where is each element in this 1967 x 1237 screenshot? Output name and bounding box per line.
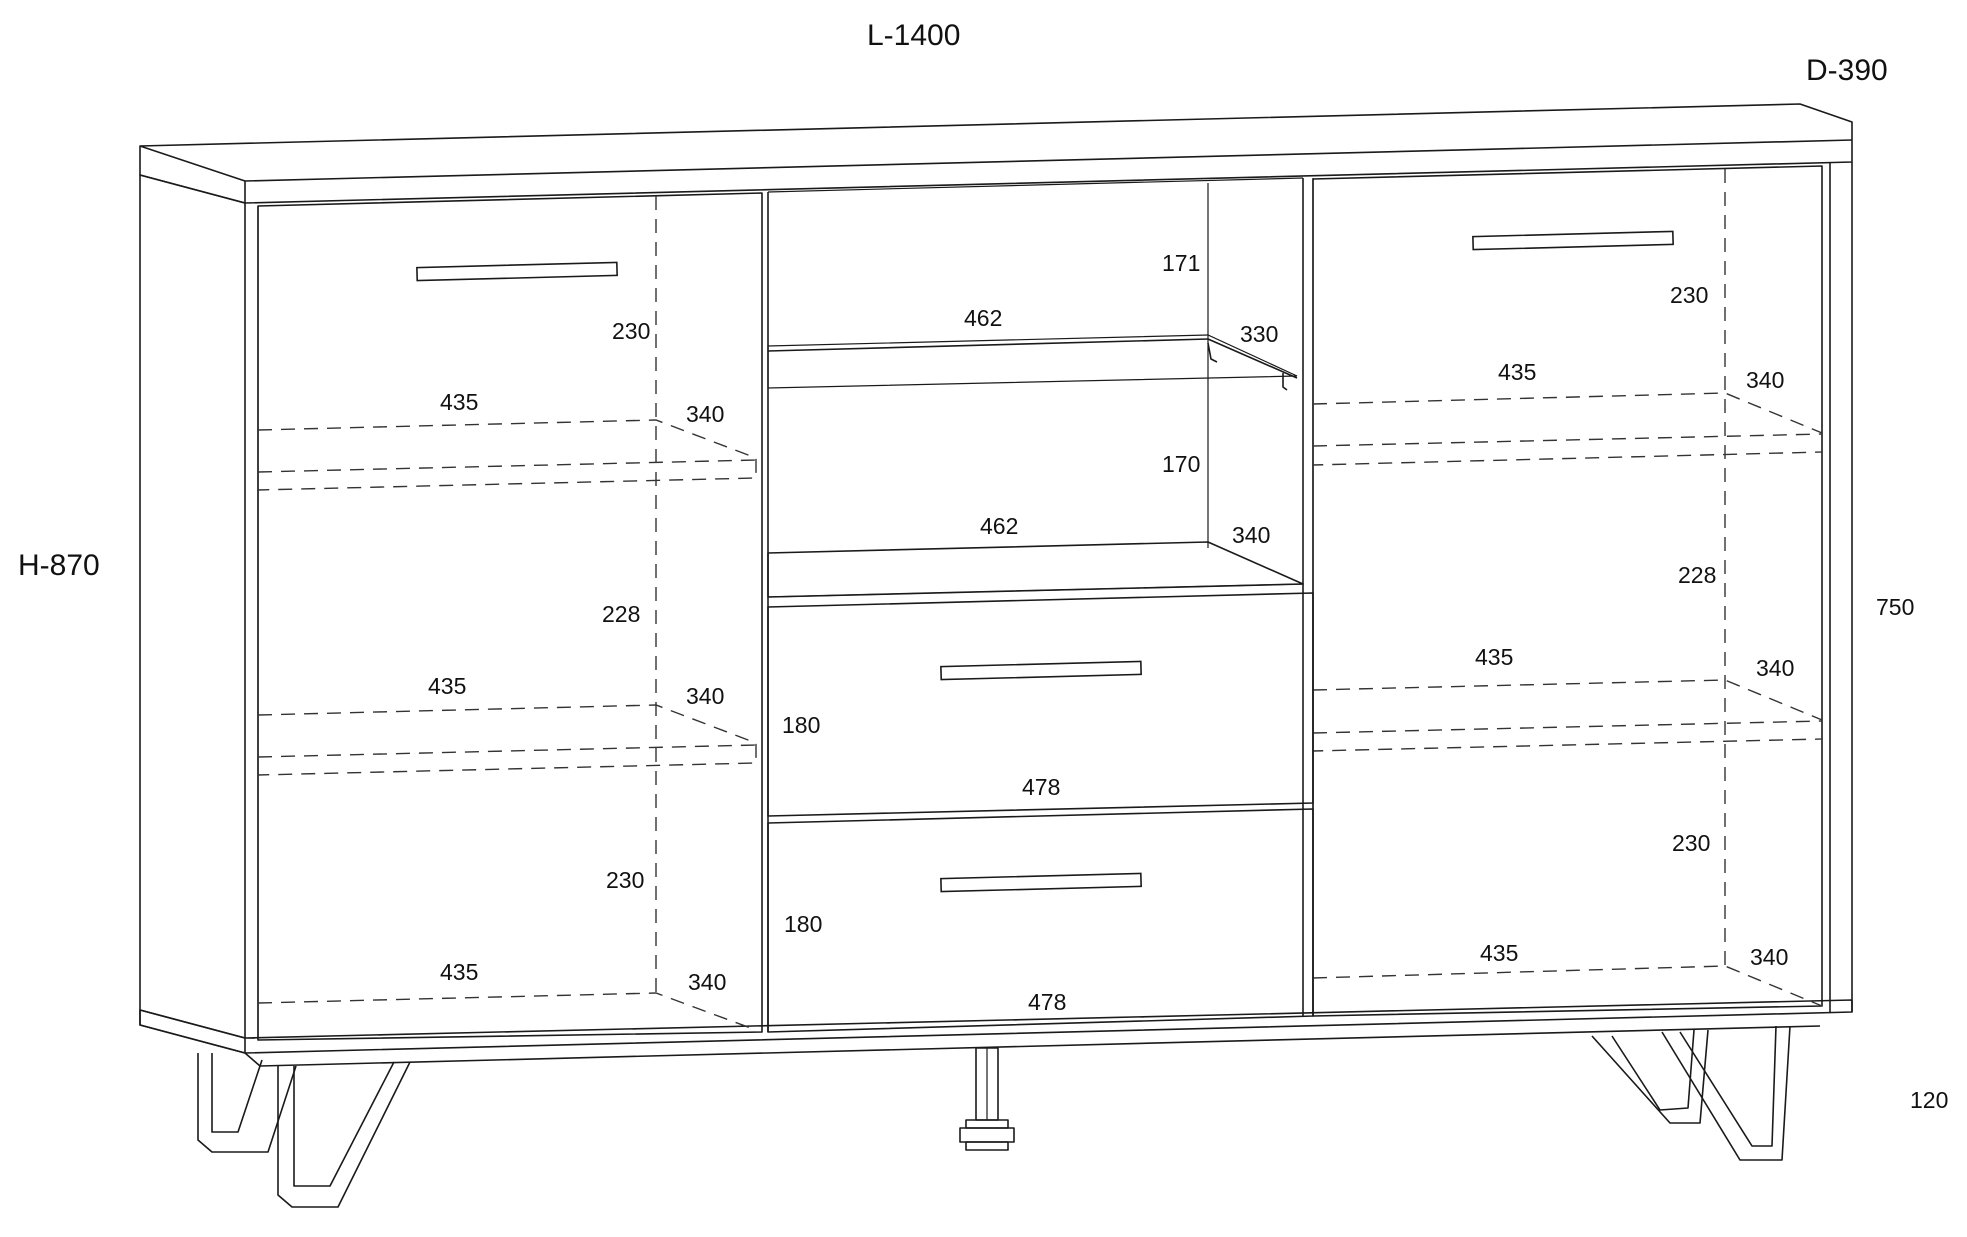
drawer-lower-handle bbox=[940, 872, 1142, 893]
right-shelf1-depth: 340 bbox=[1746, 367, 1784, 393]
center-upper-height: 171 bbox=[1162, 250, 1200, 276]
center-adjustable-foot bbox=[959, 1047, 1015, 1151]
height-label: H-870 bbox=[18, 549, 100, 582]
left-leg bbox=[197, 1053, 411, 1208]
right-shelf1-width: 435 bbox=[1498, 359, 1536, 385]
right-top-height: 230 bbox=[1670, 282, 1708, 308]
left-bottom-height: 230 bbox=[606, 867, 644, 893]
right-leg bbox=[1591, 1025, 1791, 1161]
right-bottom-depth: 340 bbox=[1750, 944, 1788, 970]
center-base-depth: 340 bbox=[1232, 522, 1270, 548]
carcass bbox=[139, 162, 1853, 1067]
right-bottom-width: 435 bbox=[1480, 940, 1518, 966]
shelf-support-icon bbox=[1207, 342, 1288, 391]
left-bottom-depth: 340 bbox=[688, 969, 726, 995]
top-panel bbox=[139, 103, 1853, 204]
drawer1-height: 180 bbox=[782, 712, 820, 738]
drawer2-height: 180 bbox=[784, 911, 822, 937]
right-door-handle bbox=[1472, 230, 1674, 251]
drawer-upper-handle bbox=[940, 660, 1142, 681]
leg-height-label: 120 bbox=[1910, 1087, 1948, 1113]
left-door bbox=[257, 192, 763, 1041]
left-shelf2-depth: 340 bbox=[686, 683, 724, 709]
left-top-height: 230 bbox=[612, 318, 650, 344]
drawer-upper bbox=[767, 592, 1314, 817]
left-shelf1-width: 435 bbox=[440, 389, 478, 415]
right-door bbox=[1312, 165, 1823, 1017]
drawer2-width: 478 bbox=[1028, 989, 1066, 1015]
left-middle-height: 228 bbox=[602, 601, 640, 627]
center-lower-height: 170 bbox=[1162, 451, 1200, 477]
right-middle-height: 228 bbox=[1678, 562, 1716, 588]
drawer-lower bbox=[767, 808, 1314, 1033]
right-shelf2-depth: 340 bbox=[1756, 655, 1794, 681]
drawer1-width: 478 bbox=[1022, 774, 1060, 800]
depth-label: D-390 bbox=[1806, 54, 1888, 87]
left-shelf2-width: 435 bbox=[428, 673, 466, 699]
center-niche bbox=[767, 177, 1304, 598]
body-height-label: 750 bbox=[1876, 594, 1914, 620]
length-label: L-1400 bbox=[867, 19, 960, 52]
right-bottom-height: 230 bbox=[1672, 830, 1710, 856]
left-door-handle bbox=[416, 261, 618, 282]
left-shelf1-depth: 340 bbox=[686, 401, 724, 427]
center-shelf-width: 462 bbox=[964, 305, 1002, 331]
center-base-width: 462 bbox=[980, 513, 1018, 539]
right-shelf2-width: 435 bbox=[1475, 644, 1513, 670]
center-shelf-depth: 330 bbox=[1240, 321, 1278, 347]
left-bottom-width: 435 bbox=[440, 959, 478, 985]
